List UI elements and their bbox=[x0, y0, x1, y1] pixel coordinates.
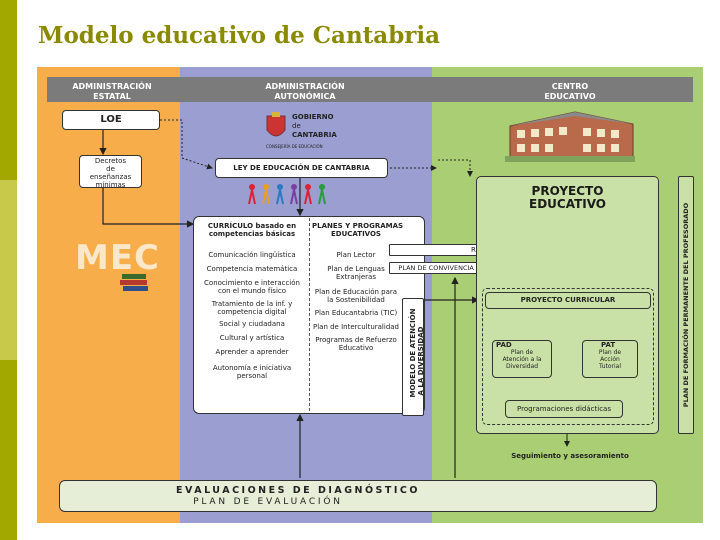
plan-item: Programas de Refuerzo bbox=[315, 336, 397, 344]
formacion-profesorado-box: PLAN DE FORMACIÓN PERMANENTE DEL PROFESO… bbox=[678, 176, 694, 434]
ley-label: LEY DE EDUCACIÓN DE CANTABRIA bbox=[233, 164, 370, 172]
gobierno-line-1: GOBIERNO bbox=[292, 113, 334, 121]
header-bar bbox=[47, 77, 693, 102]
decretos-line-1: Decretos bbox=[94, 157, 127, 165]
plan-item: Plan Lector bbox=[336, 251, 376, 259]
loe-label: LOE bbox=[100, 114, 122, 125]
plan-item: Educativo bbox=[338, 344, 374, 352]
evaluaciones-label: EVALUACIONES DE DIAGNÓSTICO bbox=[176, 485, 420, 496]
competencia-item: Tratamiento de la inf. y bbox=[211, 300, 293, 308]
plan-item: Plan de Lenguas bbox=[327, 265, 385, 273]
competencia-item: con el mundo físico bbox=[217, 287, 287, 295]
plan-item: Extranjeras bbox=[336, 273, 376, 281]
header-estatal: ADMINISTRACIÓN ESTATAL bbox=[72, 82, 152, 101]
pat-line-2: Acción bbox=[600, 356, 620, 363]
school-building-icon bbox=[505, 106, 635, 162]
left-accent-bar-top bbox=[0, 0, 17, 180]
plan-evaluacion-label: PLAN DE EVALUACIÓN bbox=[193, 497, 343, 507]
atencion-line-1: MODELO DE ATENCIÓN bbox=[409, 308, 417, 398]
plan-item: Plan de Interculturalidad bbox=[312, 323, 399, 331]
atencion-line-2: A LA DIVERSIDAD bbox=[417, 326, 425, 396]
pad-line-3: Diversidad bbox=[505, 363, 539, 370]
loe-box: LOE bbox=[62, 110, 160, 130]
decretos-line-3: enseñanzas bbox=[89, 173, 132, 181]
pad-line-1: Plan de bbox=[510, 349, 534, 356]
pat-box: PAT Plan de Acción Tutorial bbox=[582, 340, 638, 378]
formacion-label: PLAN DE FORMACIÓN PERMANENTE DEL PROFESO… bbox=[682, 202, 690, 408]
books-icon bbox=[120, 272, 150, 294]
plan-item: Plan de Educación para bbox=[314, 288, 398, 296]
pad-line-2: Atención a la bbox=[502, 356, 542, 363]
atencion-diversidad-box: MODELO DE ATENCIÓN A LA DIVERSIDAD bbox=[402, 298, 425, 416]
pat-line-1: Plan de bbox=[598, 349, 622, 356]
gobierno-line-2: de bbox=[292, 122, 301, 130]
competencia-item: Conocimiento e interacción bbox=[204, 279, 300, 287]
slide-title: Modelo educativo de Cantabria bbox=[38, 22, 441, 49]
pat-line-3: Tutorial bbox=[598, 363, 622, 370]
decretos-line-2: de bbox=[106, 165, 115, 173]
competencia-item: Aprender a aprender bbox=[215, 348, 289, 356]
plan-item: Plan Educantabria (TIC) bbox=[314, 309, 398, 317]
seguimiento-label: Seguimiento y asesoramiento bbox=[511, 452, 629, 460]
competencia-item: Social y ciudadana bbox=[219, 320, 285, 328]
competencia-item: Cultural y artística bbox=[219, 334, 285, 342]
competencia-item: Autonomía e iniciativa bbox=[212, 364, 292, 372]
pad-box: PAD Plan de Atención a la Diversidad bbox=[492, 340, 552, 378]
pat-title: PAT bbox=[601, 341, 616, 349]
proyecto-educativo-line-1: PROYECTO bbox=[531, 184, 604, 198]
left-accent-bar-middle bbox=[0, 180, 17, 360]
cantabria-crest-icon bbox=[264, 112, 288, 142]
competencia-item: personal bbox=[236, 372, 268, 380]
decretos-box: Decretos de enseñanzas mínimas bbox=[79, 155, 142, 189]
mec-label: MEC bbox=[75, 238, 161, 278]
competencia-item: Competencia matemática bbox=[206, 265, 298, 273]
curriculo-divider bbox=[309, 218, 310, 411]
header-centro: CENTRO EDUCATIVO bbox=[544, 82, 596, 101]
competencia-item: competencia digital bbox=[217, 308, 287, 316]
proyecto-curricular-label: PROYECTO CURRICULAR bbox=[520, 296, 616, 304]
competencia-item: Comunicación lingüística bbox=[208, 251, 296, 259]
people-figures-icon bbox=[246, 183, 331, 205]
convivencia-label: PLAN DE CONVIVENCIA ESCOLAR bbox=[398, 264, 507, 272]
left-accent-bar-bottom bbox=[0, 360, 17, 540]
ley-box: LEY DE EDUCACIÓN DE CANTABRIA bbox=[215, 158, 388, 178]
programaciones-box: Programaciones didácticas bbox=[505, 400, 623, 418]
pad-title: PAD bbox=[496, 341, 512, 349]
planes-heading-2: EDUCATIVOS bbox=[331, 230, 381, 238]
proyecto-curricular-box: PROYECTO CURRICULAR bbox=[485, 292, 651, 309]
estatal-column bbox=[37, 67, 180, 523]
planes-heading-1: PLANES Y PROGRAMAS bbox=[312, 222, 404, 230]
decretos-line-4: mínimas bbox=[95, 181, 126, 189]
curriculo-heading-2: competencias básicas bbox=[208, 230, 296, 238]
proyecto-educativo-line-2: EDUCATIVO bbox=[529, 197, 606, 211]
programaciones-label: Programaciones didácticas bbox=[517, 405, 611, 413]
curriculo-heading-1: CURRÍCULO basado en bbox=[207, 222, 297, 230]
header-autonomica: ADMINISTRACIÓN AUTONÓMICA bbox=[265, 82, 345, 101]
consejeria-label: CONSEJERÍA DE EDUCACIÓN bbox=[266, 144, 323, 149]
evaluaciones-box bbox=[59, 480, 657, 512]
plan-item: la Sostenibilidad bbox=[327, 296, 385, 304]
gobierno-line-3: CANTABRIA bbox=[292, 131, 337, 139]
